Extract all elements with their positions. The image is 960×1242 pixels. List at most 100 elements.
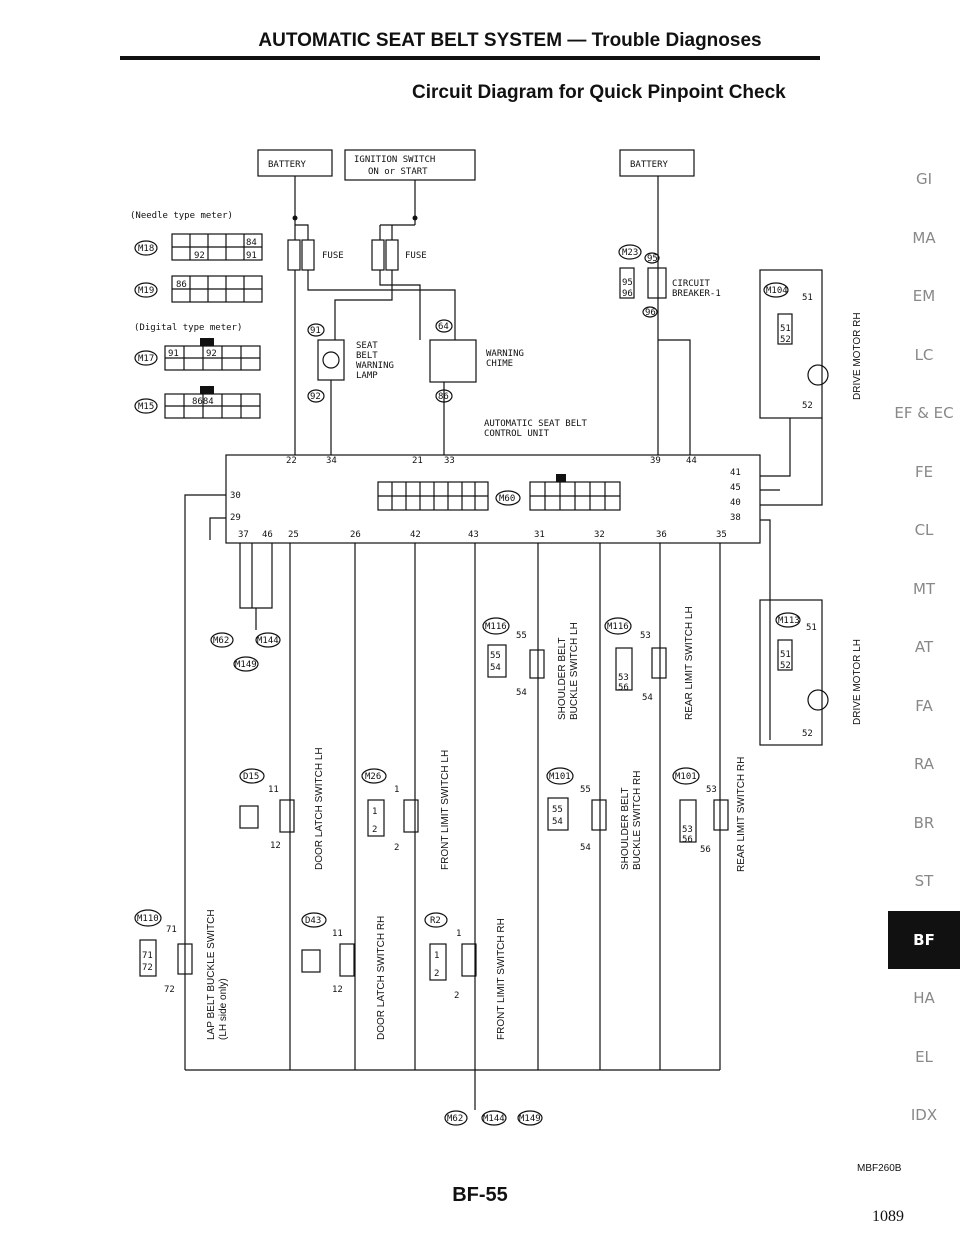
svg-text:25: 25	[288, 530, 299, 540]
svg-text:1: 1	[372, 807, 377, 817]
svg-text:95: 95	[647, 254, 658, 264]
svg-text:96: 96	[645, 308, 656, 318]
section-tab-at[interactable]: AT	[914, 638, 934, 657]
svg-text:BREAKER-1: BREAKER-1	[672, 289, 721, 299]
svg-text:SEAT: SEAT	[356, 341, 378, 351]
svg-text:M23: M23	[622, 248, 638, 258]
shoulder-belt-buckle-switch-lh: M116 55 55 54 54 SHOULDER BELT BUCKLE SW…	[482, 617, 580, 720]
svg-text:71: 71	[142, 951, 153, 961]
svg-text:53: 53	[618, 673, 629, 683]
svg-text:11: 11	[268, 785, 279, 795]
svg-text:12: 12	[332, 985, 343, 995]
svg-text:52: 52	[802, 401, 813, 411]
fuse-2-label: FUSE	[405, 251, 427, 261]
section-tab-mt[interactable]: MT	[912, 579, 936, 598]
page-header-title: AUTOMATIC SEAT BELT SYSTEM — Trouble Dia…	[258, 30, 762, 51]
section-tab-ef-ec[interactable]: EF & EC	[894, 404, 954, 423]
section-tab-cl[interactable]: CL	[914, 521, 934, 540]
rear-limit-switch-rh: M101 53 53 56 56 REAR LIMIT SWITCH RH	[672, 757, 747, 872]
svg-text:BUCKLE SWITCH LH: BUCKLE SWITCH LH	[569, 622, 580, 720]
svg-text:40: 40	[730, 498, 741, 508]
svg-text:2: 2	[394, 843, 399, 853]
section-tab-gi[interactable]: GI	[915, 170, 933, 189]
svg-text:91: 91	[168, 349, 179, 359]
svg-text:CHIME: CHIME	[486, 359, 513, 369]
section-tab-ha[interactable]: HA	[913, 989, 935, 1008]
svg-text:M62: M62	[213, 636, 229, 646]
svg-text:51: 51	[780, 650, 791, 660]
section-tab-el[interactable]: EL	[915, 1047, 933, 1066]
svg-text:37: 37	[238, 530, 249, 540]
svg-text:92: 92	[310, 392, 321, 402]
svg-text:M144: M144	[257, 636, 279, 646]
svg-text:BELT: BELT	[356, 351, 378, 361]
svg-text:M62: M62	[447, 1114, 463, 1124]
svg-text:41: 41	[730, 468, 741, 478]
svg-text:M110: M110	[137, 914, 159, 924]
svg-text:44: 44	[686, 456, 697, 466]
section-tab-bf[interactable]: BF	[888, 910, 960, 969]
svg-text:45: 45	[730, 483, 741, 493]
section-tab-st[interactable]: ST	[914, 872, 934, 891]
svg-text:M116: M116	[485, 622, 507, 632]
section-tab-idx[interactable]: IDX	[910, 1106, 938, 1125]
svg-text:M144: M144	[483, 1114, 505, 1124]
svg-text:96: 96	[622, 289, 633, 299]
svg-text:2: 2	[372, 825, 377, 835]
svg-text:56: 56	[682, 835, 693, 845]
page-subtitle: Circuit Diagram for Quick Pinpoint Check	[412, 82, 786, 103]
drive-motor-lh-label: DRIVE MOTOR LH	[852, 639, 863, 725]
svg-text:95: 95	[622, 278, 633, 288]
svg-text:CONTROL UNIT: CONTROL UNIT	[484, 429, 550, 439]
svg-text:CIRCUIT: CIRCUIT	[672, 279, 711, 289]
ignition-switch-box: IGNITION SWITCH ON or START	[344, 149, 476, 181]
svg-text:M18: M18	[138, 244, 154, 254]
svg-text:91: 91	[246, 251, 257, 261]
svg-text:BUCKLE SWITCH RH: BUCKLE SWITCH RH	[632, 771, 643, 870]
section-tab-br[interactable]: BR	[913, 813, 935, 832]
section-tab-fa[interactable]: FA	[915, 696, 933, 715]
drive-motor-lh: M113 51 51 52 52 DRIVE MOTOR LH	[759, 599, 863, 746]
svg-text:M113: M113	[778, 616, 800, 626]
section-tab-ra[interactable]: RA	[913, 755, 935, 774]
svg-text:M101: M101	[549, 772, 571, 782]
ignition-switch-label: IGNITION SWITCH	[354, 155, 435, 165]
connector-m19: M19 86	[134, 275, 263, 303]
svg-text:29: 29	[230, 513, 241, 523]
svg-text:54: 54	[642, 693, 653, 703]
svg-text:2: 2	[434, 969, 439, 979]
ignition-switch-position: ON or START	[368, 167, 428, 177]
ground-connectors-top: M62 M144 M149	[210, 632, 281, 672]
svg-text:26: 26	[350, 530, 361, 540]
ground-connectors-bottom: M62 M144 M149	[444, 1110, 543, 1126]
section-tab-lc[interactable]: LC	[914, 345, 934, 364]
svg-text:52: 52	[780, 335, 791, 345]
svg-text:21: 21	[412, 456, 423, 466]
section-tab-em[interactable]: EM	[912, 287, 936, 306]
svg-text:FRONT LIMIT SWITCH LH: FRONT LIMIT SWITCH LH	[440, 750, 451, 870]
svg-text:LAMP: LAMP	[356, 371, 378, 381]
door-latch-switch-lh: D15 11 12 DOOR LATCH SWITCH LH	[239, 747, 325, 870]
shoulder-belt-buckle-switch-rh: M101 55 55 54 54 SHOULDER BELT BUCKLE SW…	[546, 767, 643, 870]
svg-text:55: 55	[490, 651, 501, 661]
section-tab-ma[interactable]: MA	[912, 228, 936, 247]
header-rule	[120, 56, 820, 60]
svg-text:M101: M101	[675, 772, 697, 782]
svg-text:54: 54	[580, 843, 591, 853]
svg-text:AUTOMATIC SEAT BELT: AUTOMATIC SEAT BELT	[484, 419, 588, 429]
svg-text:M26: M26	[365, 772, 381, 782]
svg-text:52: 52	[780, 661, 791, 671]
section-tab-fe[interactable]: FE	[914, 462, 934, 481]
door-latch-switch-rh: D43 11 12 DOOR LATCH SWITCH RH	[301, 912, 387, 1040]
svg-text:WARNING: WARNING	[356, 361, 394, 371]
svg-text:53: 53	[682, 825, 693, 835]
svg-text:54: 54	[516, 688, 527, 698]
fuse-1-label: FUSE	[322, 251, 344, 261]
svg-text:(LH side only): (LH side only)	[218, 978, 229, 1040]
svg-text:55: 55	[516, 631, 527, 641]
connector-m15: M15 8684	[134, 386, 261, 419]
svg-text:56: 56	[618, 683, 629, 693]
svg-text:33: 33	[444, 456, 455, 466]
svg-text:1: 1	[394, 785, 399, 795]
svg-text:8684: 8684	[192, 397, 214, 407]
